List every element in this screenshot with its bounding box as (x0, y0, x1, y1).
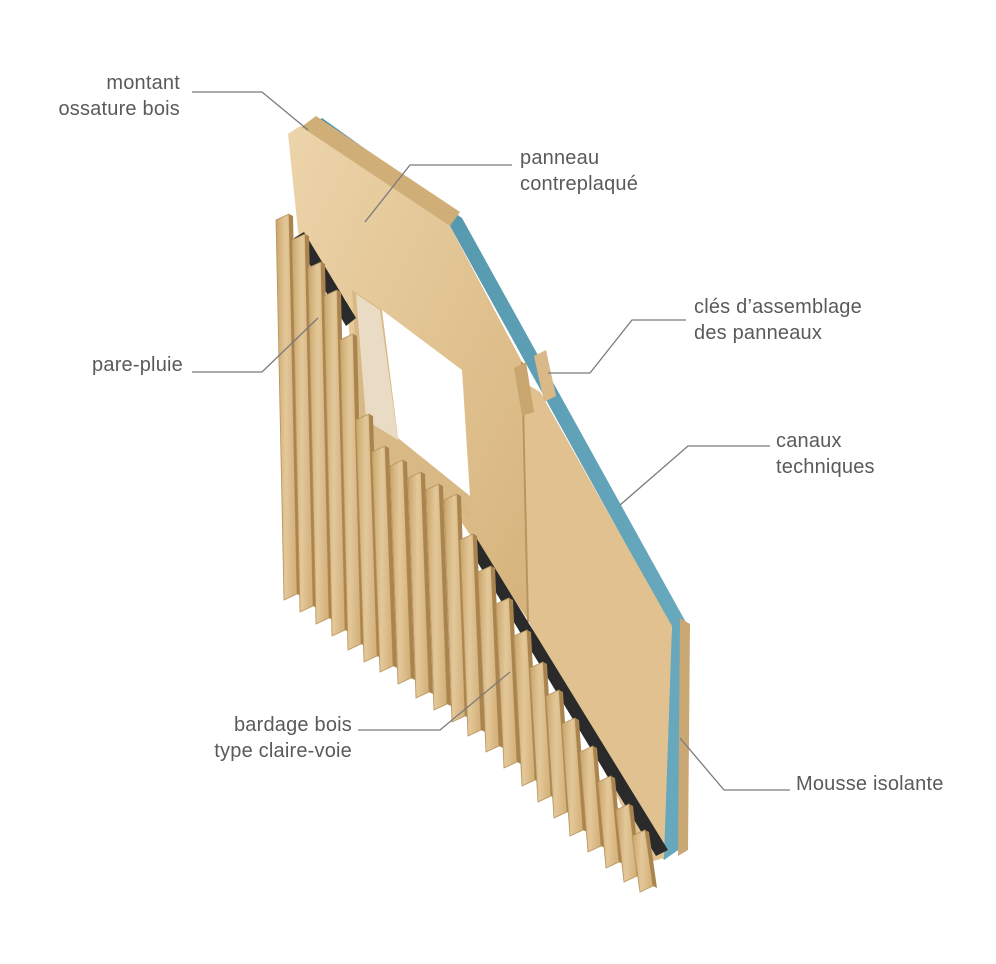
label-pare-pluie: pare-pluie (20, 352, 183, 378)
cles-assemblage-key-2 (514, 362, 534, 416)
label-montant-line2: ossature bois (58, 98, 180, 120)
window-glass (382, 310, 470, 496)
label-mousse: Mousse isolante (796, 771, 944, 797)
cladding-slat-side (491, 566, 503, 748)
label-cles: clés d’assemblage des panneaux (694, 294, 862, 346)
mousse-isolante (306, 118, 688, 860)
window-frame-side (356, 294, 398, 440)
label-bardage: bardage bois type claire-voie (150, 712, 352, 764)
leader-montant (192, 91, 309, 131)
cladding-slat-side (645, 830, 657, 888)
cladding-slat-side (473, 534, 485, 732)
label-bardage-line2: type claire-voie (214, 740, 352, 762)
cladding-slat-side (421, 472, 433, 694)
label-mousse-line1: Mousse isolante (796, 773, 944, 795)
pare-pluie-lower (464, 534, 668, 856)
label-panneau-line1: panneau (520, 147, 600, 169)
label-montant-line1: montant (106, 72, 180, 94)
label-bardage-line1: bardage bois (233, 714, 352, 736)
leader-pare-pluie (192, 317, 319, 373)
label-cles-line1: clés d’assemblage (694, 296, 862, 318)
panneau-contreplaque-lower (520, 380, 672, 862)
montant-ossature-bois (300, 116, 460, 226)
label-canaux-line2: techniques (776, 456, 875, 478)
label-cles-line2: des panneaux (694, 322, 823, 344)
label-panneau-line2: contreplaqué (520, 173, 639, 195)
leader-canaux (619, 445, 770, 506)
label-canaux-line1: canaux (776, 430, 842, 452)
leader-bardage (358, 671, 511, 731)
label-canaux: canaux techniques (776, 428, 875, 480)
bardage-bois-claire-voie (275, 213, 657, 893)
leader-mousse (679, 737, 790, 791)
cladding-slat-side (385, 446, 397, 668)
leader-lines (192, 91, 790, 791)
cles-assemblage-key-1 (534, 350, 556, 402)
label-montant: montant ossature bois (20, 70, 180, 122)
cladding-slat-side (439, 484, 451, 706)
cladding-slat-side (509, 598, 521, 764)
label-panneau: panneau contreplaqué (520, 145, 638, 197)
montant-edge-right (678, 618, 690, 856)
label-pare-pluie-line1: pare-pluie (92, 354, 183, 376)
cladding-slat-side (403, 460, 415, 680)
leader-cles (548, 319, 686, 374)
leader-panneau (364, 164, 512, 223)
